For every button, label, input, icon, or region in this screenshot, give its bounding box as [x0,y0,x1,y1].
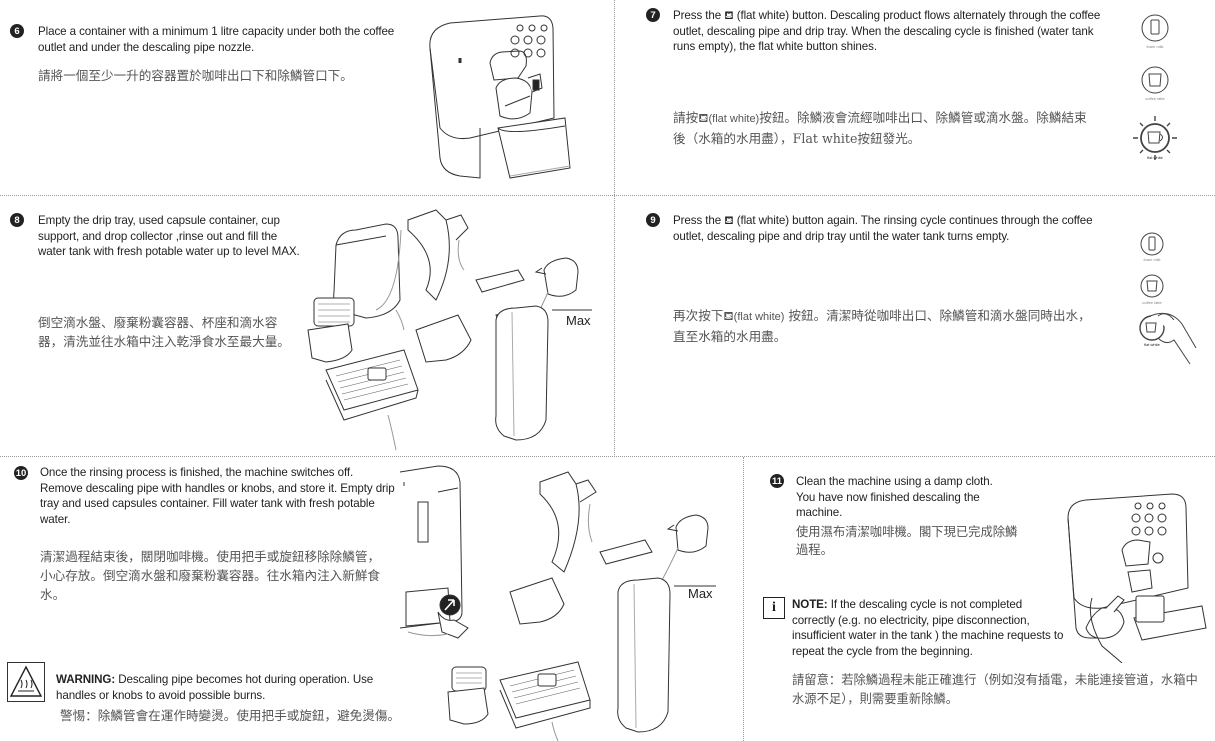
step-8-text-en: Empty the drip tray, used capsule contai… [38,214,300,258]
step-9-text-zh: 再次按下⛾(flat white) 按鈕。清潔時從咖啡出口、除鱗管和滴水盤同時出… [673,306,1103,346]
info-icon: i [763,597,785,619]
step-7-text-zh: 請按⛾(flat white)按鈕。除鱗液會流經咖啡出口、除鱗管或滴水盤。除鱗結… [673,108,1098,148]
step-6-text-en: Place a container with a minimum 1 litre… [38,25,395,54]
flat-white-cup-icon: ⛾ [724,9,734,22]
row-divider-2 [0,456,1215,457]
machine-illustration-step-6 [420,8,580,188]
step-7-zh-rest: 按鈕。除鱗液會流經咖啡出口、除鱗管或滴水盤。除鱗結束後（水箱的水用盡），Flat… [673,110,1087,146]
step-9-text-en: Press the ⛾ (flat white) button again. T… [673,213,1103,244]
note-label: NOTE: [792,598,828,611]
step-6-text-zh: 請將一個至少一升的容器置於咖啡出口下和除鱗管口下。 [38,68,353,83]
flat-white-label: flat white [1147,155,1163,160]
note-text-zh: 請留意：若除鱗過程未能正確進行（例如沒有插電，未能連接管道，水箱中水源不足），則… [792,673,1198,706]
coffee-latte-label: coffee latte [1142,300,1162,305]
flat-white-cup-icon: ⛾ [723,308,734,323]
flat-white-cup-icon: ⛾ [698,110,709,125]
step-7-zh-button: (flat white) [708,113,760,125]
parts-illustration-step-8: Max [296,200,606,455]
step-11-number: 11 [770,474,784,488]
coffee-latte-label: coffee latte [1145,96,1165,101]
max-level-label: Max [566,313,591,328]
step-11-text-en: Clean the machine using a damp cloth. Yo… [796,475,993,519]
control-buttons-step-7: foam milk coffee latte flat white [1128,10,1188,180]
flat-white-cup-icon: ⛾ [724,214,734,227]
step-7-text-en: Press the ⛾ (flat white) button. Descali… [673,8,1103,55]
step-11-text-zh: 使用濕布清潔咖啡機。閣下現已完成除鱗過程。 [796,525,1018,557]
column-divider-top [614,0,615,455]
warning-text-en: WARNING: Descaling pipe becomes hot duri… [56,672,406,703]
step-9-en-rest: button again. The rinsing cycle continue… [673,214,1093,243]
step-9-zh-button: (flat white) [733,311,785,323]
step-7-zh-lead: 請按 [673,110,699,125]
step-8-number: 8 [10,213,24,227]
machine-cleaning-illustration [1062,488,1212,663]
note-text-en: NOTE: If the descaling cycle is not comp… [792,597,1064,659]
step-7-en-rest: button. Descaling product flows alternat… [673,9,1101,53]
parts-illustration-step-10: Max [440,462,740,741]
step-9-en-lead: Press the [673,214,722,227]
warning-icon [7,662,45,707]
step-10-text-zh: 清潔過程結束後，關閉咖啡機。使用把手或旋鈕移除除鱗管，小心存放。倒空滴水盤和廢棄… [40,549,381,602]
row-divider-1 [0,195,1215,196]
step-8-text-zh: 倒空滴水盤、廢棄粉囊容器、杯座和滴水容器，清洗並往水箱中注入乾淨食水至最大量。 [38,315,290,349]
step-10-number: 10 [14,466,28,480]
foam-milk-label: foam milk [1146,44,1164,49]
step-9-en-button: (flat white) [736,214,789,227]
step-9-number: 9 [646,213,660,227]
note-body: If the descaling cycle is not completed … [792,598,1064,658]
control-buttons-step-9: foam milk coffee latte flat white [1130,228,1200,378]
warning-body: Descaling pipe becomes hot during operat… [56,673,374,702]
machine-pipe-removal-illustration [398,462,488,662]
step-7-number: 7 [646,8,660,22]
column-divider-bottom [743,457,744,741]
step-10-text-en: Once the rinsing process is finished, th… [40,466,395,526]
step-6-number: 6 [10,24,24,38]
step-9-zh-lead: 再次按下 [673,308,724,323]
max-level-label: Max [688,586,713,601]
foam-milk-label: foam milk [1143,257,1161,262]
flat-white-label: flat white [1144,342,1160,347]
warning-text-zh: 警惕：除鱗管會在運作時變燙。使用把手或旋鈕，避免燙傷。 [60,708,401,723]
step-7-en-lead: Press the [673,9,722,22]
step-9-zh-rest: 按鈕。清潔時從咖啡出口、除鱗管和滴水盤同時出水，直至水箱的水用盡。 [673,308,1091,344]
step-7-en-button: (flat white) [736,9,789,22]
warning-label: WARNING: [56,673,116,686]
